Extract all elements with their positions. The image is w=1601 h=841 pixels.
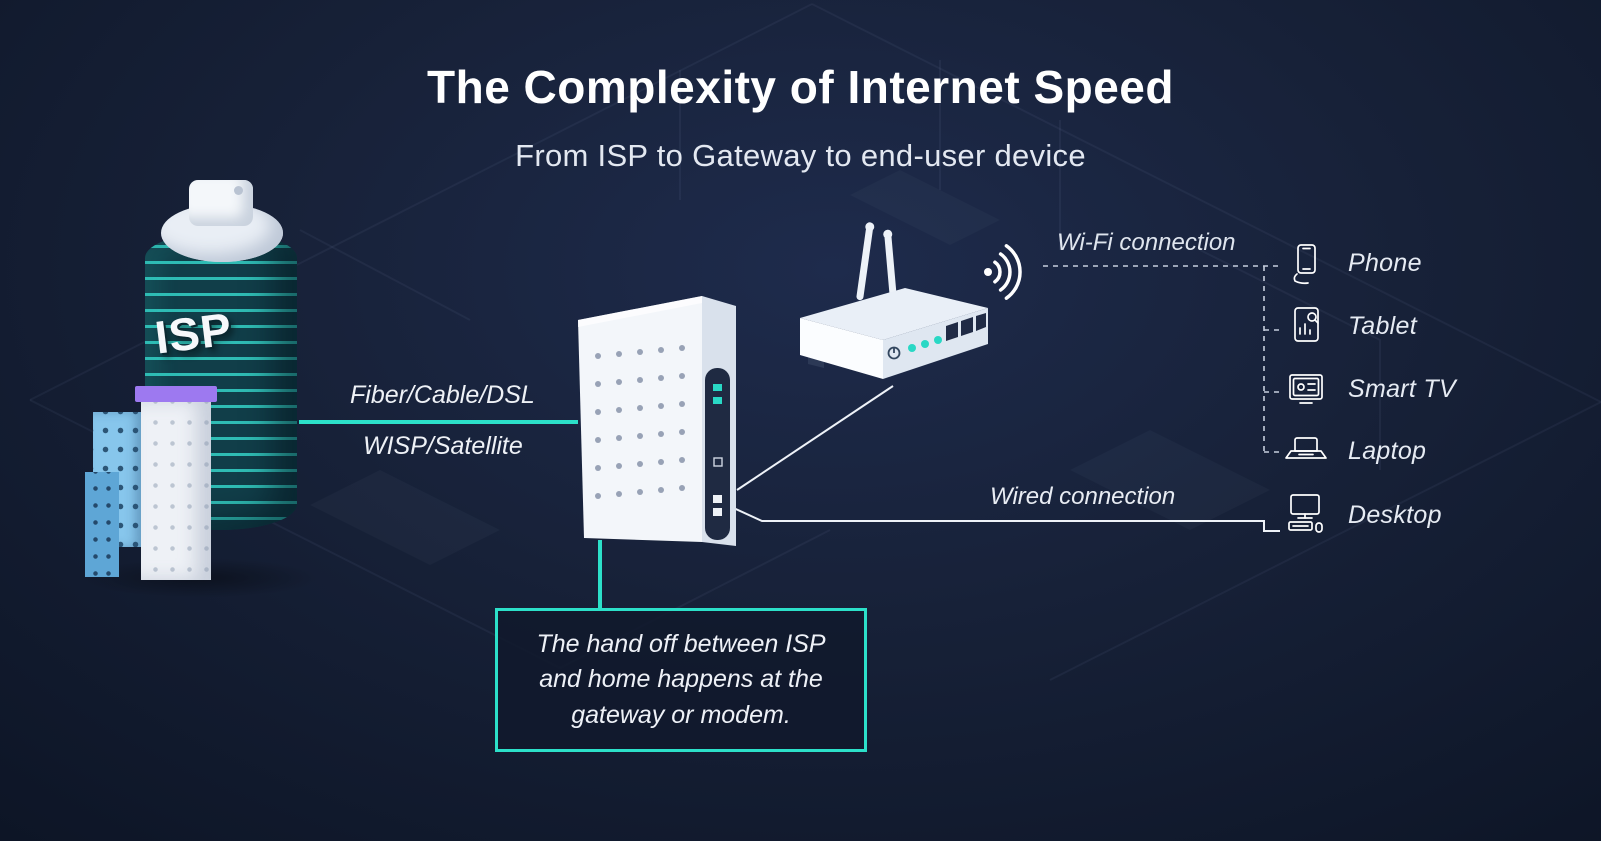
device-row-smart-tv: Smart TV xyxy=(1284,366,1456,412)
device-label-smart-tv: Smart TV xyxy=(1348,374,1456,403)
callout-text: The hand off between ISP and home happen… xyxy=(536,629,826,729)
isp-label: ISP xyxy=(152,302,236,364)
device-label-phone: Phone xyxy=(1348,248,1422,277)
device-label-laptop: Laptop xyxy=(1348,436,1427,465)
device-row-laptop: Laptop xyxy=(1284,428,1426,474)
isp-tower-rooftop-unit xyxy=(189,180,253,226)
small-building-blue-2 xyxy=(85,472,119,577)
device-row-desktop: Desktop xyxy=(1284,492,1442,538)
desktop-icon xyxy=(1284,492,1328,538)
isp-building: ISP xyxy=(80,180,325,600)
wifi-dashed-lines xyxy=(1043,265,1280,453)
small-building-white-purple xyxy=(135,386,217,580)
device-row-phone: Phone xyxy=(1284,240,1422,286)
page-title: The Complexity of Internet Speed xyxy=(427,61,1174,113)
callout-box: The hand off between ISP and home happen… xyxy=(495,608,867,752)
laptop-icon xyxy=(1284,428,1328,474)
device-label-tablet: Tablet xyxy=(1348,311,1417,340)
wifi-router xyxy=(790,218,1000,398)
phone-icon xyxy=(1284,240,1328,286)
tablet-icon xyxy=(1284,303,1328,349)
gateway-modem xyxy=(576,290,742,552)
modem-to-router-line xyxy=(736,385,894,491)
device-row-tablet: Tablet xyxy=(1284,303,1417,349)
wired-connection-label: Wired connection xyxy=(990,483,1176,510)
wifi-connection-label: Wi-Fi connection xyxy=(1057,229,1236,256)
device-label-desktop: Desktop xyxy=(1348,500,1442,529)
page-subtitle: From ISP to Gateway to end-user device xyxy=(515,138,1086,173)
smart-tv-icon xyxy=(1284,366,1328,412)
fiber-cable-dsl-label: Fiber/Cable/DSL xyxy=(350,381,535,409)
wisp-satellite-label: WISP/Satellite xyxy=(363,432,523,460)
